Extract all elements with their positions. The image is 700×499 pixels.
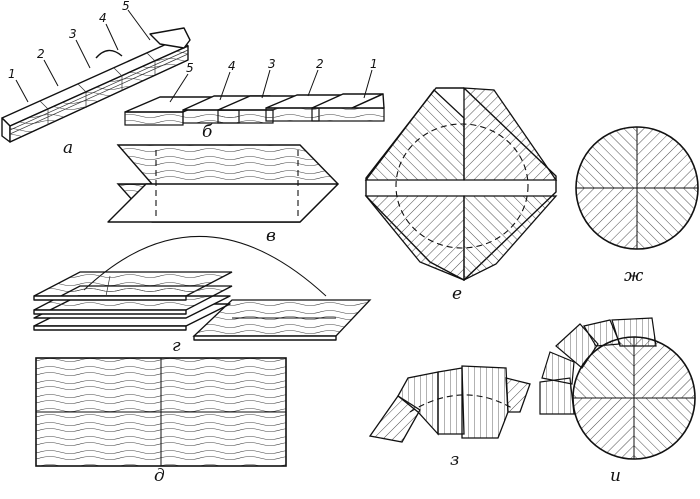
- panel-label-e: е: [452, 284, 463, 304]
- stack-number-3: 3: [69, 27, 77, 41]
- stack-number-5: 5: [122, 0, 130, 13]
- panel-zh-circle: [575, 126, 699, 250]
- panel-label-zh: ж: [624, 266, 644, 286]
- panel-label-d: д: [154, 466, 165, 486]
- panel-label-a: а: [63, 138, 74, 158]
- panel-label-v: в: [266, 226, 276, 246]
- strip-number-3: 3: [268, 57, 276, 71]
- panel-z-arc: [368, 365, 531, 443]
- panel-label-i: и: [610, 466, 621, 486]
- panel-b-strips: [124, 93, 385, 126]
- strip-number-4: 4: [228, 59, 236, 73]
- panel-g-leaves: [33, 236, 372, 341]
- panel-label-b: б: [202, 122, 213, 142]
- stack-number-1: 1: [8, 67, 16, 81]
- panel-i-circle: [539, 317, 696, 460]
- leader-lines: [15, 9, 373, 103]
- stack-number-4: 4: [99, 11, 107, 25]
- panel-v-chevron: [107, 144, 339, 223]
- panel-label-z: з: [450, 450, 460, 470]
- panel-a-stack: [1, 27, 191, 143]
- strip-number-1: 1: [370, 57, 378, 71]
- panel-e-diamond: [364, 87, 558, 282]
- panel-label-g: г: [172, 336, 181, 356]
- strip-number-5: 5: [186, 61, 194, 75]
- panel-d-panel: [35, 357, 287, 467]
- strip-number-2: 2: [316, 57, 324, 71]
- stack-number-2: 2: [37, 47, 45, 61]
